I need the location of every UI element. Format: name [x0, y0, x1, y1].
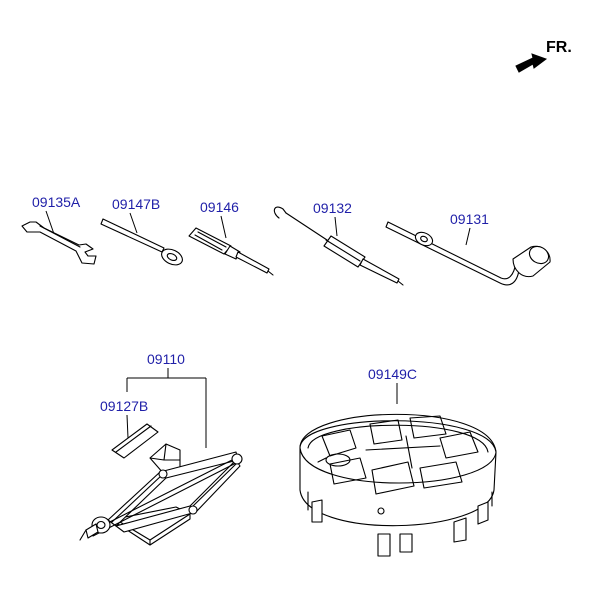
part-hook[interactable]: 09132 [273, 200, 404, 286]
part-code-spanner-bar[interactable]: 09147B [112, 196, 160, 212]
front-direction-indicator: FR. [515, 39, 572, 73]
part-code-screwdriver[interactable]: 09146 [200, 199, 239, 215]
screwdriver-icon [188, 227, 274, 276]
scissor-jack-icon [79, 443, 243, 546]
jack-handle-icon [111, 423, 159, 459]
leader-line [334, 216, 338, 237]
part-code-jack-handle[interactable]: 09127B [100, 398, 148, 414]
hook-icon [273, 206, 404, 286]
leader-line [220, 215, 227, 239]
part-jack-handle[interactable]: 09127B [100, 398, 159, 459]
part-code-jack-assembly[interactable]: 09110 [147, 351, 185, 367]
front-arrow-icon [515, 53, 548, 73]
part-wheel-nut-wrench[interactable]: 09131 [385, 211, 552, 286]
part-code-wheel-nut-wrench[interactable]: 09131 [450, 211, 489, 227]
leader-line [126, 414, 129, 439]
part-code-tool-tray[interactable]: 09149C [368, 366, 417, 382]
part-code-wrench[interactable]: 09135A [32, 194, 81, 210]
leader-line [129, 212, 138, 234]
part-wrench[interactable]: 09135A [21, 194, 97, 265]
part-jack-assembly[interactable]: 09110 [79, 351, 243, 546]
wrench-icon [21, 221, 97, 265]
front-direction-label: FR. [546, 39, 572, 56]
leader-line [45, 210, 55, 235]
spanner-bar-icon [100, 218, 183, 266]
leader-bracket [126, 368, 207, 448]
wheel-nut-wrench-icon [385, 221, 551, 286]
part-spanner-bar[interactable]: 09147B [100, 196, 185, 268]
part-code-hook[interactable]: 09132 [313, 200, 352, 216]
tool-tray-icon [299, 413, 497, 557]
part-tool-tray[interactable]: 09149C [299, 366, 497, 557]
part-screwdriver[interactable]: 09146 [188, 199, 274, 276]
leader-line [465, 227, 471, 246]
